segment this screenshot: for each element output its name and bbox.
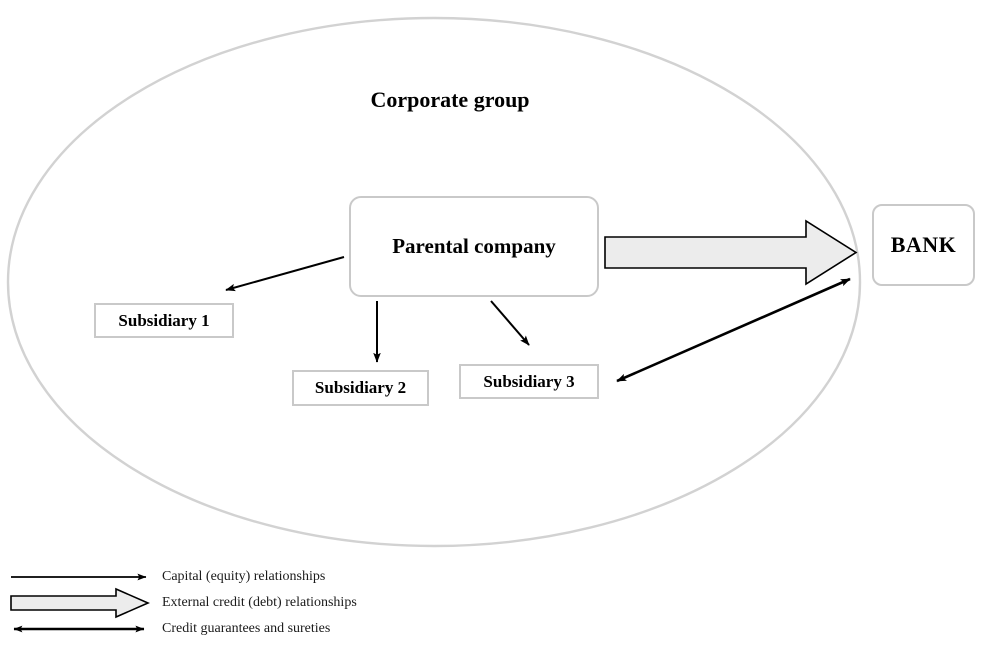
corporate-group-ellipse [6, 16, 862, 548]
legend-item-credit-guarantees: Credit guarantees and sureties [162, 621, 331, 636]
edge-parental-to-bank-block-arrow [604, 219, 858, 286]
edge-parental-to-subsidiary-3 [490, 300, 530, 346]
node-subsidiary-2-label: Subsidiary 2 [314, 378, 407, 397]
page-title: Corporate group [370, 87, 530, 112]
node-bank[interactable]: BANK [872, 204, 975, 286]
node-parental-company[interactable]: Parental company [349, 196, 599, 297]
node-subsidiary-2[interactable]: Subsidiary 2 [292, 370, 429, 406]
node-subsidiary-1-label: Subsidiary 1 [118, 310, 210, 330]
node-subsidiary-1[interactable]: Subsidiary 1 [94, 303, 234, 338]
node-bank-label: BANK [890, 232, 957, 257]
node-subsidiary-3[interactable]: Subsidiary 3 [459, 364, 599, 399]
legend-item-external-credit: External credit (debt) relationships [162, 595, 357, 610]
edge-subsidiary-3-to-bank [616, 277, 851, 383]
node-parental-company-label: Parental company [392, 234, 556, 258]
node-subsidiary-3-label: Subsidiary 3 [483, 371, 575, 391]
legend-item-capital-equity: Capital (equity) relationships [162, 569, 326, 584]
legend-symbol-block-arrow [10, 587, 150, 619]
edge-parental-to-subsidiary-1 [225, 256, 345, 292]
